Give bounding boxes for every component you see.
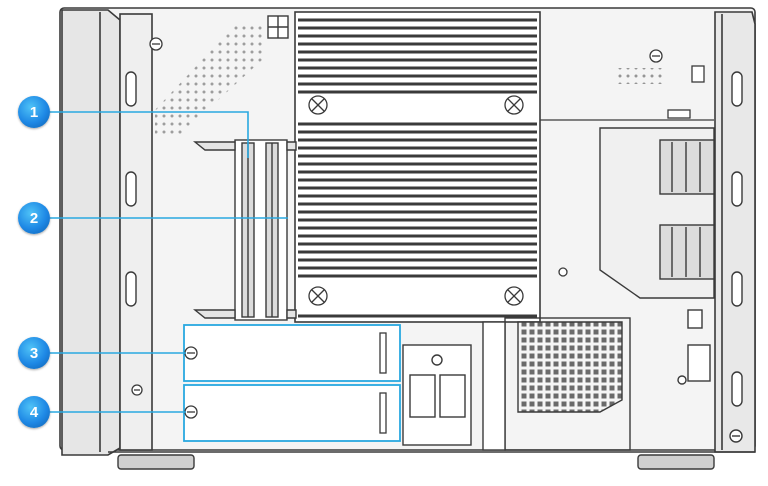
callout-4: 4 [18, 396, 50, 428]
screw-bottom-left [131, 384, 143, 396]
chassis-feet [117, 454, 715, 470]
callout-1: 1 [18, 96, 50, 128]
chip-dots [614, 68, 664, 84]
memory-slots [193, 139, 297, 321]
leader-lines [50, 111, 288, 413]
top-connector [267, 15, 289, 39]
screw-mid-right [558, 267, 568, 277]
storage-connector-block [402, 321, 506, 451]
m2-slots [183, 324, 401, 442]
drive-bay [599, 127, 715, 299]
callout-3: 3 [18, 337, 50, 369]
board-details [540, 49, 714, 121]
m2-slot-details [184, 332, 387, 434]
callout-2: 2 [18, 202, 50, 234]
io-parts [677, 309, 743, 443]
leader-line-1 [50, 111, 249, 158]
screw-top-left [149, 37, 163, 51]
heatsink [294, 11, 541, 323]
vent-dots [155, 25, 262, 135]
rail-slots [125, 71, 743, 407]
